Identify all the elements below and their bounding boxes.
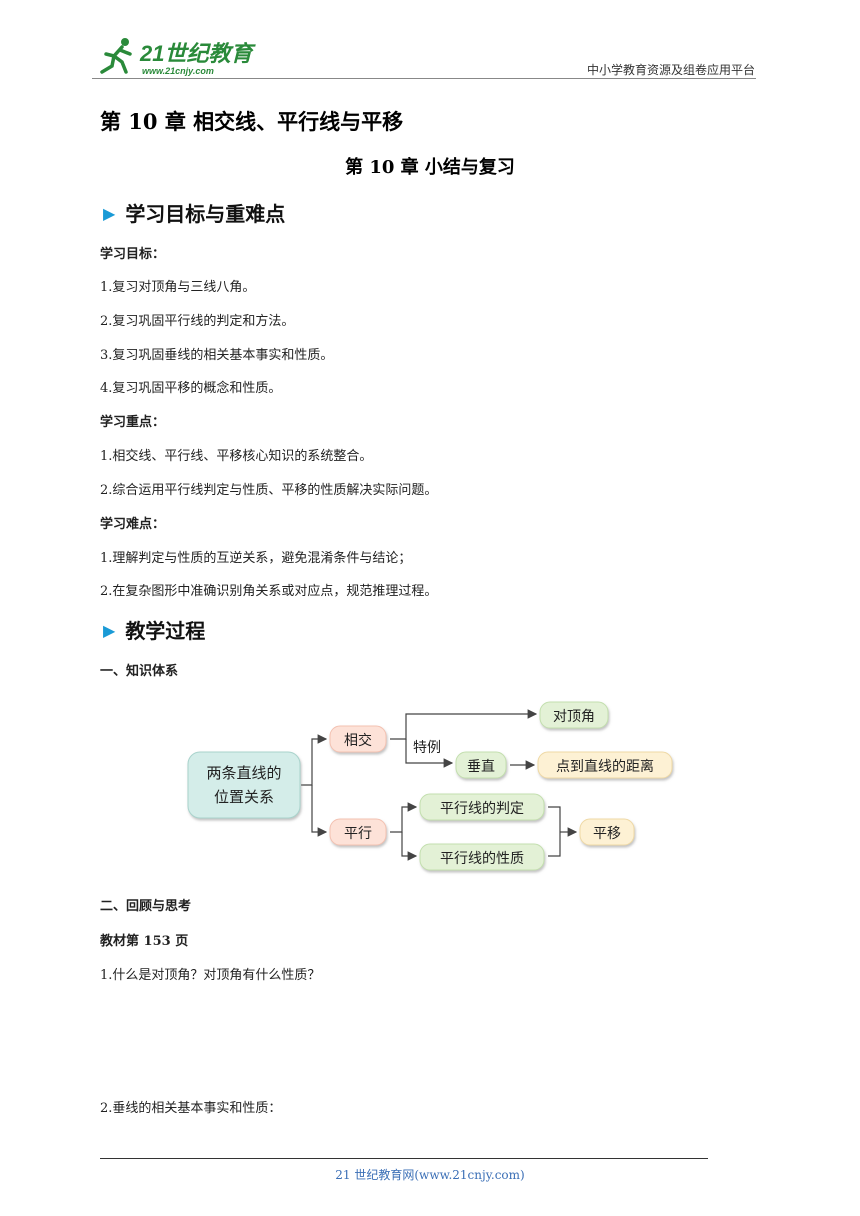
objectives-heading: ▶ 学习目标与重难点 xyxy=(103,198,285,227)
parallel-property-node: 平行线的性质 xyxy=(419,843,545,871)
diagram-connectors xyxy=(301,709,578,861)
logo-sub-text: www.21cnjy.com xyxy=(142,66,214,76)
header-divider xyxy=(92,78,756,79)
footer-divider xyxy=(100,1158,708,1159)
vertical-angles-text: 对顶角 xyxy=(553,709,595,725)
difficult-item: 1.理解判定与性质的互逆关系，避免混淆条件与结论； xyxy=(100,551,412,566)
triangle-bullet-icon: ▶ xyxy=(103,621,116,640)
root-node-line1: 两条直线的 xyxy=(206,764,281,782)
footer-link[interactable]: 21 世纪教育网(www.21cnjy.com) xyxy=(335,1168,525,1182)
process-heading-text: 教学过程 xyxy=(125,619,206,643)
translation-node: 平移 xyxy=(579,818,635,846)
goal-item: 4.复习巩固平移的概念和性质。 xyxy=(100,381,282,396)
vertical-angles-node: 对顶角 xyxy=(539,701,609,729)
special-case-label: 特例 xyxy=(413,740,441,756)
perpendicular-text: 垂直 xyxy=(467,758,495,775)
difficult-label: 学习难点： xyxy=(100,517,166,532)
process-heading: ▶ 教学过程 xyxy=(103,615,205,644)
section-title: 第 10 章 小结与复习 xyxy=(345,157,515,178)
root-node-line2: 位置关系 xyxy=(214,788,274,806)
key-item: 1.相交线、平行线、平移核心知识的系统整合。 xyxy=(100,449,373,464)
runner-icon xyxy=(100,38,132,74)
intersect-node: 相交 xyxy=(329,725,387,753)
root-node: 两条直线的 位置关系 xyxy=(187,751,301,819)
goals-label: 学习目标： xyxy=(100,247,166,262)
difficult-item: 2.在复杂图形中准确识别角关系或对应点，规范推理过程。 xyxy=(100,584,438,599)
chapter-title: 第 10 章 相交线、平行线与平移 xyxy=(100,109,404,134)
intersect-node-text: 相交 xyxy=(344,732,372,749)
logo-main-text: 21世纪教育 xyxy=(139,41,256,66)
key-label: 学习重点： xyxy=(100,415,166,430)
goal-item: 3.复习巩固垂线的相关基本事实和性质。 xyxy=(100,348,334,363)
parallel-judgement-node: 平行线的判定 xyxy=(419,793,545,821)
triangle-bullet-icon: ▶ xyxy=(103,204,116,223)
textbook-page: 教材第 153 页 xyxy=(100,934,189,949)
key-item: 2.综合运用平行线判定与性质、平移的性质解决实际问题。 xyxy=(100,483,438,498)
part1-label: 一、知识体系 xyxy=(100,664,179,679)
question-2: 2.垂线的相关基本事实和性质： xyxy=(100,1101,282,1116)
parallel-property-text: 平行线的性质 xyxy=(440,851,524,867)
goal-item: 2.复习巩固平行线的判定和方法。 xyxy=(100,314,295,329)
objectives-heading-text: 学习目标与重难点 xyxy=(125,202,286,226)
parallel-node-text: 平行 xyxy=(344,826,372,842)
platform-name: 中小学教育资源及组卷应用平台 xyxy=(586,63,755,77)
perpendicular-node: 垂直 xyxy=(455,751,507,779)
parallel-judgement-text: 平行线的判定 xyxy=(440,801,524,817)
translation-text: 平移 xyxy=(593,826,621,842)
part2-label: 二、回顾与思考 xyxy=(100,899,192,914)
parallel-node: 平行 xyxy=(329,818,387,846)
knowledge-diagram: 两条直线的 位置关系 相交 平行 特例 对顶角 垂直 点到直线的距离 平行线的判… xyxy=(187,701,673,871)
point-line-distance-text: 点到直线的距离 xyxy=(556,758,654,775)
question-1: 1.什么是对顶角？对顶角有什么性质？ xyxy=(100,968,321,983)
goal-item: 1.复习对顶角与三线八角。 xyxy=(100,280,256,295)
point-line-distance-node: 点到直线的距离 xyxy=(537,751,673,779)
logo: 21世纪教育 www.21cnjy.com xyxy=(100,38,256,76)
